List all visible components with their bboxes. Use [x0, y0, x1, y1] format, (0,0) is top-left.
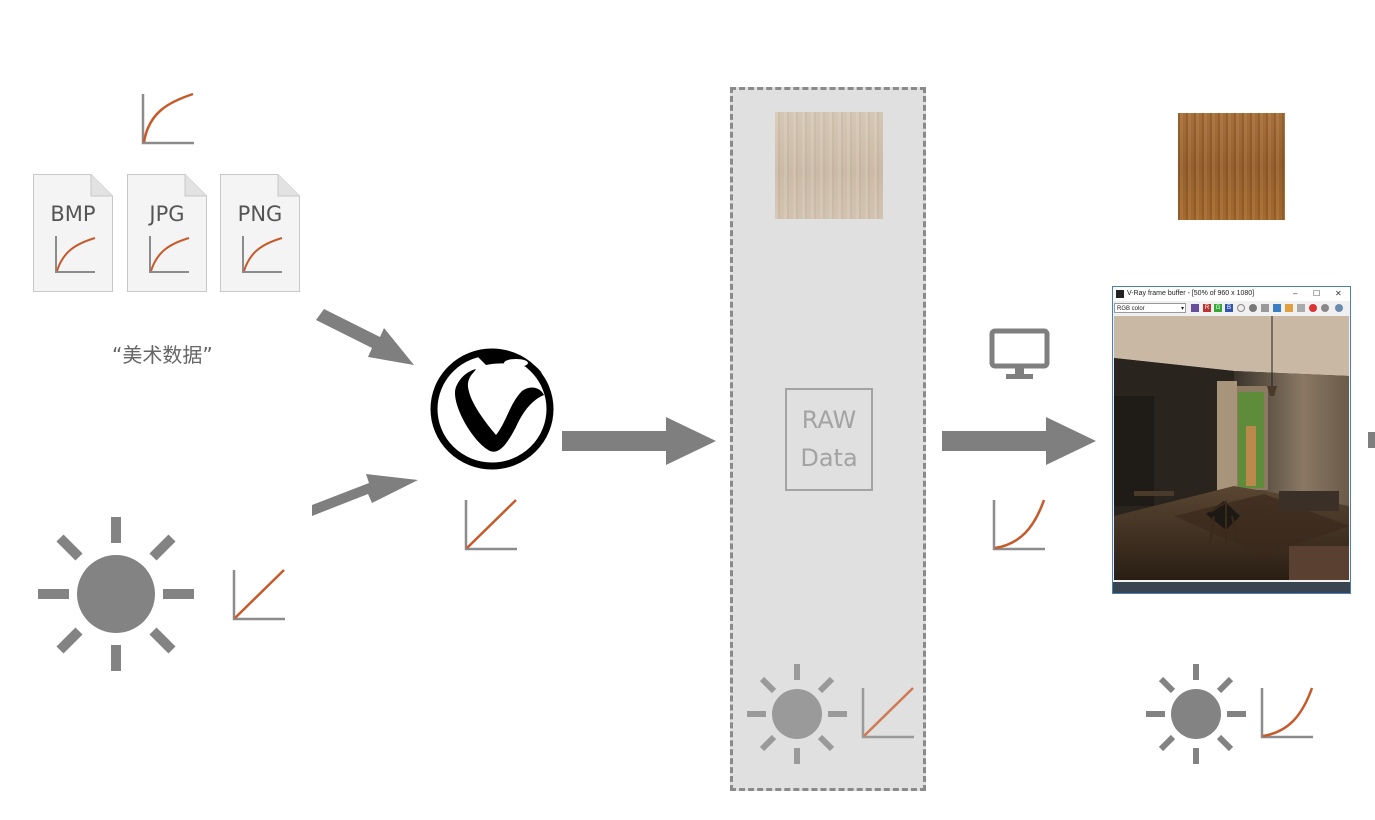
vfb-title-text: V-Ray frame buffer - [50% of 960 x 1080]: [1127, 290, 1255, 297]
file-format-label: PNG: [237, 202, 283, 226]
arrow-icon: [942, 417, 1096, 465]
monitor-icon: [989, 328, 1050, 379]
folder-icon[interactable]: [1285, 304, 1293, 312]
gamma-curve-icon: [141, 92, 194, 145]
gray-circle-icon[interactable]: [1249, 304, 1257, 312]
vfb-title-bar[interactable]: V-Ray frame buffer - [50% of 960 x 1080]…: [1113, 287, 1350, 301]
load-icon[interactable]: [1273, 304, 1281, 312]
linear-curve-icon: [464, 499, 517, 551]
white-circle-icon[interactable]: [1237, 304, 1245, 312]
red-channel-button[interactable]: R: [1203, 304, 1211, 312]
file-format-label: JPG: [149, 202, 185, 226]
linear-wood-texture: [775, 112, 883, 219]
sun-icon: [1146, 664, 1246, 764]
maximize-button[interactable]: ☐: [1313, 289, 1321, 298]
channel-select-value: RGB color: [1117, 306, 1145, 312]
file-icon-jpg: JPG: [127, 174, 207, 292]
linear-curve-icon: [861, 687, 914, 739]
rendered-interior-image: [1114, 316, 1349, 580]
arrow-icon: [562, 417, 716, 465]
vray-logo-icon: [430, 348, 554, 470]
vfb-status-bar: [1113, 582, 1350, 593]
arrow-icon: [312, 474, 418, 516]
file-icon: [127, 174, 207, 292]
render-icon[interactable]: [1321, 304, 1329, 312]
linear-curve-icon: [232, 569, 285, 621]
settings-icon[interactable]: [1335, 304, 1343, 312]
file-icon: [220, 174, 300, 292]
sun-icon: [747, 664, 847, 764]
art-data-caption: “美术数据”: [112, 343, 213, 367]
vfb-toolbar: RGB color ▾ R G B: [1113, 302, 1350, 315]
arrow-icon: [316, 309, 414, 365]
arrow-icon: [1368, 432, 1375, 448]
green-channel-button[interactable]: G: [1214, 304, 1222, 312]
vray-frame-buffer-window[interactable]: V-Ray frame buffer - [50% of 960 x 1080]…: [1112, 286, 1351, 594]
display-gamma-curve-icon: [1260, 687, 1314, 739]
file-icon-bmp: BMP: [33, 174, 113, 292]
minimize-button[interactable]: –: [1293, 289, 1298, 298]
sun-icon: [38, 517, 194, 671]
vfb-app-icon: [1116, 290, 1124, 298]
render-view[interactable]: [1114, 316, 1349, 580]
file-icon: [33, 174, 113, 292]
close-button[interactable]: ✕: [1335, 289, 1342, 298]
display-wood-texture: [1178, 113, 1285, 220]
file-format-label: BMP: [50, 202, 96, 226]
raw-data-box: RAW Data: [785, 388, 873, 491]
save-icon[interactable]: [1261, 304, 1269, 312]
channel-select[interactable]: RGB color ▾: [1114, 303, 1186, 313]
color-palette-icon[interactable]: [1191, 304, 1199, 312]
chevron-down-icon: ▾: [1180, 306, 1184, 312]
data-label: Data: [800, 443, 858, 472]
clear-icon[interactable]: [1297, 304, 1305, 312]
raw-label: RAW: [801, 406, 857, 435]
stop-icon[interactable]: [1309, 304, 1317, 312]
file-icon-png: PNG: [220, 174, 300, 292]
display-gamma-curve-icon: [992, 499, 1046, 551]
blue-channel-button[interactable]: B: [1225, 304, 1233, 312]
